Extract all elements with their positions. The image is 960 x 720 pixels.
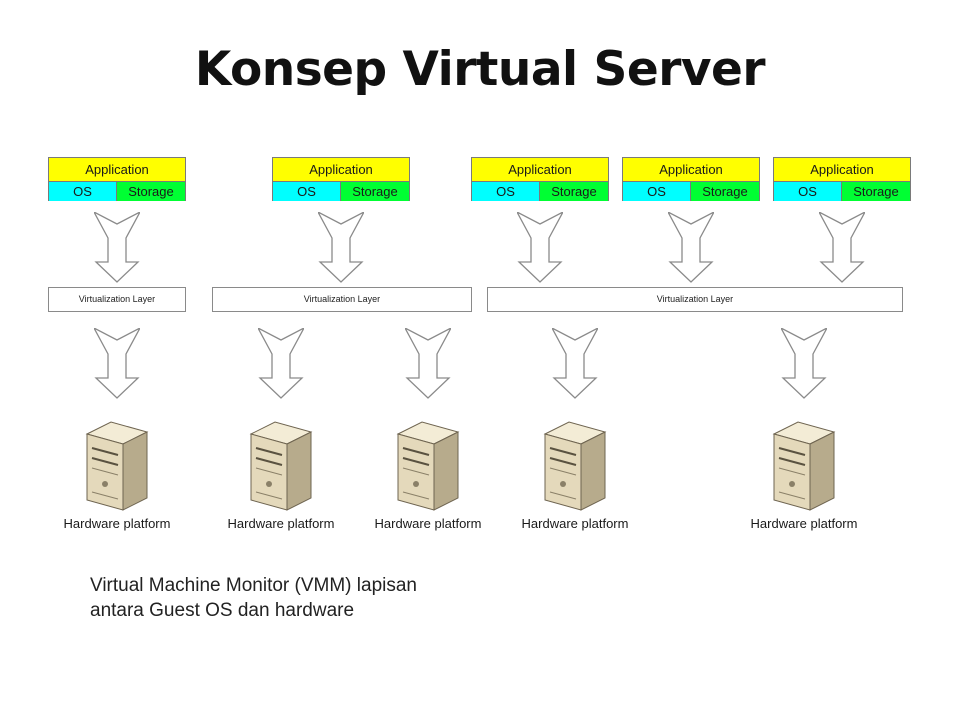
down-arrow-icon <box>668 212 714 283</box>
down-arrow-icon <box>94 328 140 399</box>
hardware-label: Hardware platform <box>374 516 482 531</box>
down-arrow-icon <box>94 212 140 283</box>
caption-line-2: antara Guest OS dan hardware <box>90 600 355 621</box>
application-box: Application <box>623 158 759 182</box>
server-icon <box>543 421 607 511</box>
storage-box: Storage <box>691 182 759 201</box>
os-box: OS <box>623 182 691 201</box>
storage-box: Storage <box>117 182 185 201</box>
down-arrow-icon <box>318 212 364 283</box>
down-arrow-icon <box>405 328 451 399</box>
os-box: OS <box>774 182 842 201</box>
virtualization-layer-3: Virtualization Layer <box>487 287 903 312</box>
server-icon <box>772 421 836 511</box>
server-icon <box>396 421 460 511</box>
down-arrow-icon <box>517 212 563 283</box>
storage-box: Storage <box>341 182 409 201</box>
down-arrow-icon <box>552 328 598 399</box>
storage-box: Storage <box>540 182 608 201</box>
os-box: OS <box>49 182 117 201</box>
down-arrow-icon <box>781 328 827 399</box>
application-box: Application <box>273 158 409 182</box>
os-box: OS <box>472 182 540 201</box>
virtualization-layer-2: Virtualization Layer <box>212 287 472 312</box>
application-box: Application <box>472 158 608 182</box>
storage-box: Storage <box>842 182 910 201</box>
os-box: OS <box>273 182 341 201</box>
hardware-label: Hardware platform <box>63 516 171 531</box>
virtualization-layer-1: Virtualization Layer <box>48 287 186 312</box>
server-icon <box>249 421 313 511</box>
vm-stack-2: Application OS Storage <box>272 157 410 201</box>
application-box: Application <box>774 158 910 182</box>
application-box: Application <box>49 158 185 182</box>
vm-stack-3: Application OS Storage <box>471 157 609 201</box>
slide-title: Konsep Virtual Server <box>194 42 766 97</box>
vm-stack-5: Application OS Storage <box>773 157 911 201</box>
vm-stack-1: Application OS Storage <box>48 157 186 201</box>
down-arrow-icon <box>258 328 304 399</box>
hardware-label: Hardware platform <box>750 516 858 531</box>
down-arrow-icon <box>819 212 865 283</box>
vmm-caption: Virtual Machine Monitor (VMM) lapisan an… <box>90 573 417 623</box>
caption-line-1: Virtual Machine Monitor (VMM) lapisan <box>90 575 417 596</box>
hardware-label: Hardware platform <box>227 516 335 531</box>
vm-stack-4: Application OS Storage <box>622 157 760 201</box>
hardware-label: Hardware platform <box>521 516 629 531</box>
server-icon <box>85 421 149 511</box>
